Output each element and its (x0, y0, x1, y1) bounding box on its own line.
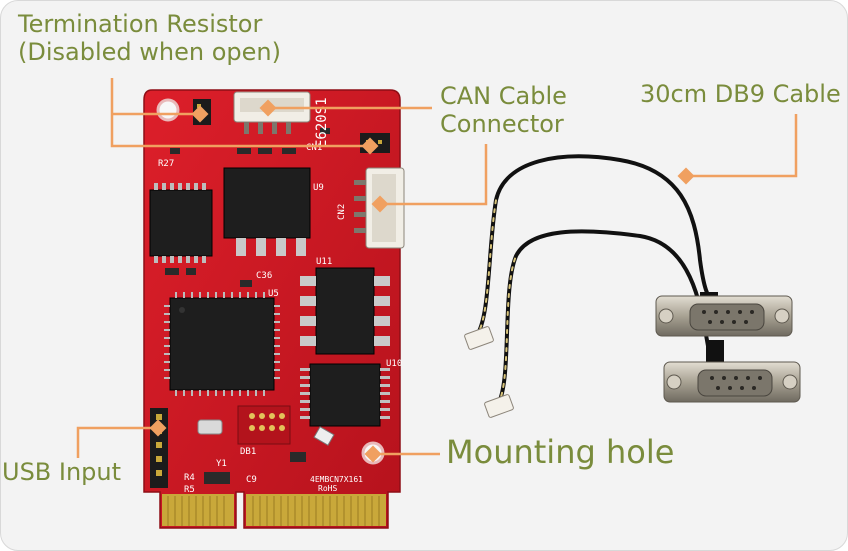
silk-u11: U11 (316, 257, 332, 267)
usb-header (150, 408, 168, 488)
label-termination-resistor: Termination Resistor (Disabled when open… (18, 10, 281, 67)
silk-u10: U10 (386, 359, 402, 369)
db9-connector-lower (663, 340, 801, 403)
chip-transceiver-left (149, 183, 213, 263)
db9-connector-upper (655, 292, 793, 337)
leader-db9 (686, 114, 798, 178)
silk-model: 4EMBCN7X161 (310, 475, 363, 484)
label-can-cable-connector: CAN Cable Connector (440, 82, 567, 139)
debug-pads (237, 405, 291, 445)
label-mounting-hole: Mounting hole (446, 433, 675, 471)
chip-u11 (300, 267, 390, 355)
leader-usb (76, 426, 158, 458)
leader-can-right (380, 144, 488, 206)
chip-u10 (300, 363, 390, 427)
leader-markers (149, 99, 695, 463)
leader-lines (76, 78, 798, 458)
capacitor-c9 (204, 472, 230, 484)
silk-u9: U9 (313, 183, 324, 193)
chip-u9 (223, 167, 311, 256)
silk-cn1: CN1 (306, 143, 322, 153)
label-usb-input: USB Input (2, 458, 122, 486)
silk-c9: C9 (246, 475, 257, 485)
pcb-board: E620S1 CN1 CN2 U9 U10 U11 U5 R27 C36 DB1… (143, 89, 405, 529)
leader-termination-right (110, 78, 370, 148)
label-termination-line1: Termination Resistor (18, 10, 263, 38)
label-termination-line2: (Disabled when open) (18, 38, 281, 67)
gold-fingers (162, 494, 386, 526)
silk-rohs: RoHS (318, 484, 337, 493)
silk-cn2: CN2 (337, 204, 347, 220)
cable-end-connector-1 (464, 326, 494, 350)
crystal (197, 419, 223, 435)
silk-r27: R27 (158, 159, 174, 169)
silk-y1: Y1 (216, 459, 227, 469)
silk-r4: R4 (184, 473, 195, 483)
db9-cables (474, 154, 714, 406)
label-can-line2: Connector (440, 110, 564, 139)
label-db9-cable: 30cm DB9 Cable (640, 80, 841, 108)
silk-part-no: E620S1 (314, 97, 330, 148)
silk-r5: R5 (184, 485, 195, 495)
silk-db1: DB1 (240, 447, 256, 457)
cable-end-connector-2 (484, 394, 514, 418)
silk-u5: U5 (268, 289, 279, 299)
silk-c36: C36 (256, 271, 272, 281)
mounting-hole-top (156, 98, 180, 122)
chip-microcontroller (164, 292, 280, 396)
label-can-line1: CAN Cable (440, 82, 567, 110)
